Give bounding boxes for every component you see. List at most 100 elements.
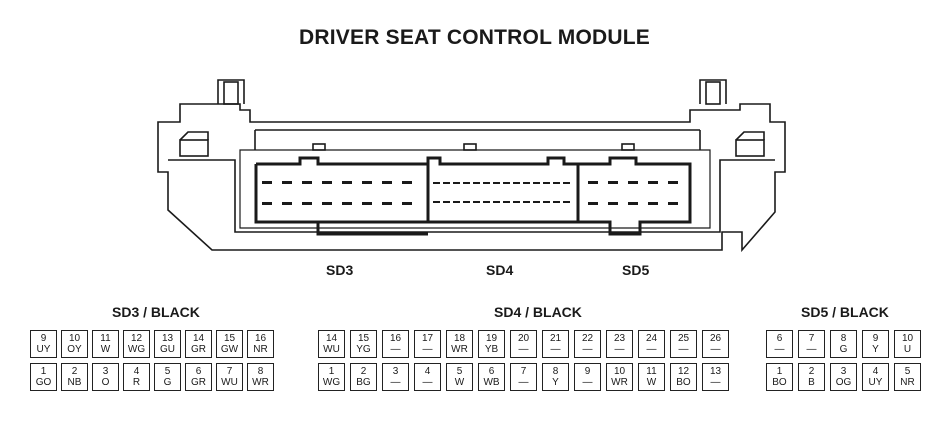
pin-cell: 7— [510, 363, 537, 391]
wire-color-code: — [774, 344, 785, 355]
wire-color-code: — [710, 344, 721, 355]
pin-number: 8 [552, 366, 559, 377]
pin-number: 10 [613, 366, 626, 377]
pin-cell: 24— [638, 330, 665, 358]
pin-number: 15 [223, 333, 236, 344]
wire-color-code: O [101, 377, 110, 388]
pin-number: 6 [776, 333, 783, 344]
pin-number: 4 [424, 366, 431, 377]
pin-number: 6 [488, 366, 495, 377]
pin-cell: 20— [510, 330, 537, 358]
pin-cell: 16— [382, 330, 409, 358]
pin-number: 2 [808, 366, 815, 377]
pin-number: 5 [164, 366, 171, 377]
wire-color-code: WB [483, 377, 500, 388]
wire-color-code: YB [484, 344, 499, 355]
wire-color-code: W [100, 344, 111, 355]
pin-number: 12 [130, 333, 143, 344]
wire-color-code: — [806, 344, 817, 355]
wire-color-code: OY [67, 344, 82, 355]
module-housing-drawing [157, 79, 786, 253]
pin-number: 2 [71, 366, 78, 377]
wire-color-code: — [582, 344, 593, 355]
pin-number: 20 [517, 333, 530, 344]
pin-number: 4 [133, 366, 140, 377]
wire-color-code: — [422, 344, 433, 355]
pin-number: 24 [645, 333, 658, 344]
pin-cell: 26— [702, 330, 729, 358]
wire-color-code: WU [221, 377, 238, 388]
wire-color-code: — [646, 344, 657, 355]
pin-number: 19 [485, 333, 498, 344]
sd4-table-title: SD4 / BLACK [494, 304, 582, 320]
pin-number: 16 [389, 333, 402, 344]
wire-color-code: — [678, 344, 689, 355]
wire-color-code: W [646, 377, 657, 388]
pin-number: 13 [709, 366, 722, 377]
pin-number: 17 [421, 333, 434, 344]
wire-color-code: BG [356, 377, 371, 388]
pin-number: 13 [161, 333, 174, 344]
wire-color-code: GO [35, 377, 52, 388]
connector-label-sd5: SD5 [622, 262, 650, 278]
pin-cell: 17— [414, 330, 441, 358]
pin-cell: 7— [798, 330, 825, 358]
wire-color-code: UY [36, 344, 51, 355]
wire-color-code: WR [252, 377, 269, 388]
pin-number: 8 [257, 366, 264, 377]
pin-number: 1 [328, 366, 335, 377]
pin-number: 3 [840, 366, 847, 377]
pin-number: 9 [40, 333, 47, 344]
pin-cell: 6— [766, 330, 793, 358]
wire-color-code: B [808, 377, 815, 388]
pin-number: 10 [901, 333, 914, 344]
wire-color-code: Y [872, 344, 879, 355]
pin-number: 12 [677, 366, 690, 377]
pin-cell: 4— [414, 363, 441, 391]
wire-color-code: — [550, 344, 561, 355]
pin-number: 18 [453, 333, 466, 344]
diagram-title: DRIVER SEAT CONTROL MODULE [299, 26, 650, 49]
pin-cell: 21— [542, 330, 569, 358]
wire-color-code: — [614, 344, 625, 355]
pin-number: 14 [325, 333, 338, 344]
pin-number: 8 [840, 333, 847, 344]
wire-color-code: NR [900, 377, 915, 388]
wire-color-code: UY [868, 377, 883, 388]
wire-color-code: YG [356, 344, 371, 355]
pin-number: 11 [100, 333, 111, 344]
pin-number: 4 [872, 366, 879, 377]
connector-label-sd3: SD3 [326, 262, 354, 278]
wire-color-code: WG [127, 344, 146, 355]
pin-number: 7 [808, 333, 815, 344]
pin-number: 25 [677, 333, 690, 344]
wire-color-code: — [422, 377, 433, 388]
pin-number: 21 [549, 333, 562, 344]
pin-number: 10 [68, 333, 81, 344]
wire-color-code: Y [552, 377, 559, 388]
wire-color-code: WR [611, 377, 628, 388]
pin-cell: 3— [382, 363, 409, 391]
pin-number: 26 [709, 333, 722, 344]
